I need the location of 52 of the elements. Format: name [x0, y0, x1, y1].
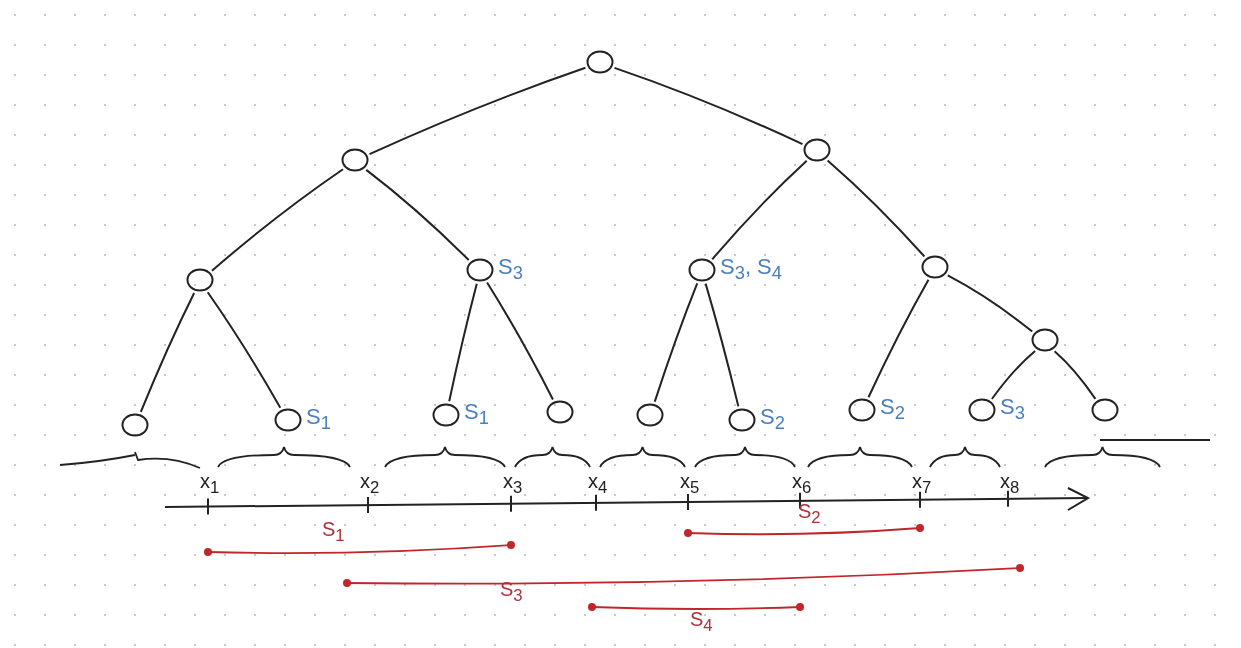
coordinate-label: x$_{8}$ [1000, 470, 1020, 498]
tree-edge [139, 292, 196, 413]
coordinate-label: x$_{7}$ [912, 470, 932, 498]
coordinate-label: x$_{6}$ [792, 470, 812, 498]
tree-edge [448, 282, 478, 403]
node-label: S$_{1}$ [464, 399, 489, 430]
tree-node [341, 148, 369, 172]
tree-node [1031, 328, 1059, 352]
tree-edge [711, 159, 808, 261]
node-label: S$_{1}$ [306, 404, 331, 435]
tree-node [274, 408, 302, 432]
tree-node [636, 403, 664, 427]
tree-edge [613, 66, 804, 146]
tree-node [121, 413, 149, 437]
tree-node [432, 403, 460, 427]
tree-edge [990, 350, 1037, 400]
segment-label: S$_{3}$ [500, 578, 523, 606]
tree-edge [826, 159, 926, 258]
node-label: S$_{2}$ [760, 404, 785, 435]
tree-node [848, 398, 876, 422]
tree-node [186, 268, 214, 292]
tree-edge [653, 282, 699, 403]
coordinate-label: x$_{4}$ [588, 470, 608, 498]
coordinate-label: x$_{3}$ [503, 470, 523, 498]
tree-node [688, 258, 716, 282]
node-label: S$_{2}$ [880, 394, 905, 425]
tree-edge [867, 278, 930, 399]
tree-edge [1053, 350, 1097, 400]
tree-node [466, 258, 494, 282]
tree-node [586, 50, 614, 74]
node-label: S$_{3}$, S$_{4}$ [720, 254, 782, 285]
segment-label: S$_{1}$ [322, 518, 345, 546]
node-label: S$_{3}$ [498, 254, 523, 285]
tree-edge [368, 66, 587, 156]
tree-node [728, 408, 756, 432]
tree-edge [210, 168, 345, 272]
tree-node [803, 138, 831, 162]
tree-node [1091, 398, 1119, 422]
tree-edge [486, 281, 554, 401]
tree-edge [704, 282, 740, 408]
coordinate-label: x$_{2}$ [360, 470, 380, 498]
tree-node [546, 400, 574, 424]
coordinate-label: x$_{1}$ [200, 470, 220, 498]
coordinate-label: x$_{5}$ [680, 470, 700, 498]
tree-edge [365, 168, 470, 262]
segment-label: S$_{4}$ [690, 608, 713, 636]
tree-node [968, 398, 996, 422]
node-label: S$_{3}$ [1000, 394, 1025, 425]
tree-edge [206, 291, 282, 409]
tree-node [921, 255, 949, 279]
tree-edge [946, 274, 1034, 333]
segment-label: S$_{2}$ [798, 500, 821, 528]
